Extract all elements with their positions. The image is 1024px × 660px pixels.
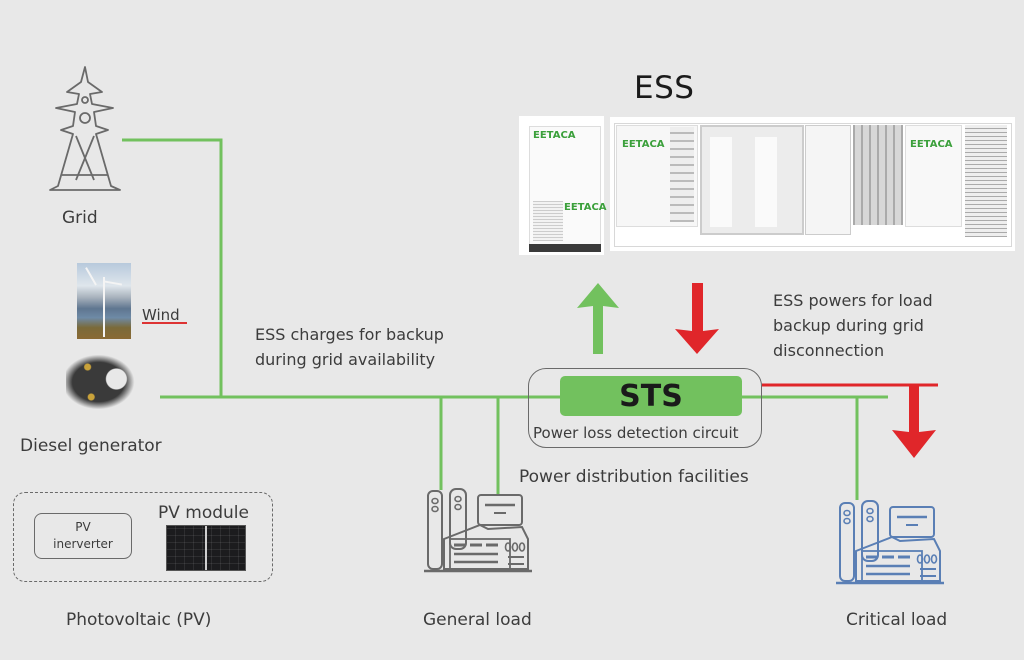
wind-turbine-photo [77, 263, 131, 339]
critical-load-label: Critical load [846, 610, 948, 630]
pv-group-frame [13, 492, 273, 582]
critical-load-factory-icon [834, 499, 946, 585]
pv-module-label: PV module [158, 503, 249, 523]
grid-feed-line [122, 138, 223, 397]
grid-wiring [122, 138, 888, 500]
arrow-up-icon [577, 283, 619, 354]
ess-container-image: EETACA EETACA [610, 117, 1015, 251]
ess-cabinet-image: EETACA EETACA [519, 116, 607, 255]
transmission-tower-icon [49, 66, 121, 191]
power-distribution-label: Power distribution facilities [519, 467, 749, 487]
brand-logo: EETACA [910, 139, 953, 150]
grid-label: Grid [62, 208, 98, 228]
diesel-engine-photo [66, 352, 138, 412]
photovoltaic-label: Photovoltaic (PV) [66, 610, 212, 630]
pv-module-panel-icon [166, 525, 246, 571]
brand-logo: EETACA [533, 130, 576, 141]
ess-discharge-note: ESS powers for load backup during grid d… [773, 291, 933, 360]
wind-label: Wind [142, 306, 180, 324]
sts-label: STS [619, 378, 683, 414]
arrow-down-icon [675, 283, 719, 354]
brand-logo: EETACA [622, 139, 665, 150]
general-load-factory-icon [422, 487, 534, 573]
arrow-down-critical-icon [892, 386, 936, 458]
general-load-label: General load [423, 610, 532, 630]
pv-inverter-line1: PV [75, 520, 91, 534]
power-loss-detection-frame [528, 368, 762, 448]
spellcheck-underline [142, 322, 187, 324]
ess-charge-note: ESS charges for backup during grid avail… [255, 325, 444, 369]
sts-switch: STS [560, 376, 742, 416]
power-loss-detection-label: Power loss detection circuit [533, 424, 739, 442]
diesel-generator-label: Diesel generator [20, 436, 162, 456]
ess-title: ESS [634, 70, 695, 106]
pv-inverter-box: PV inerverter [34, 513, 132, 559]
pv-inverter-line2: inerverter [53, 537, 113, 551]
brand-logo: EETACA [564, 202, 607, 213]
